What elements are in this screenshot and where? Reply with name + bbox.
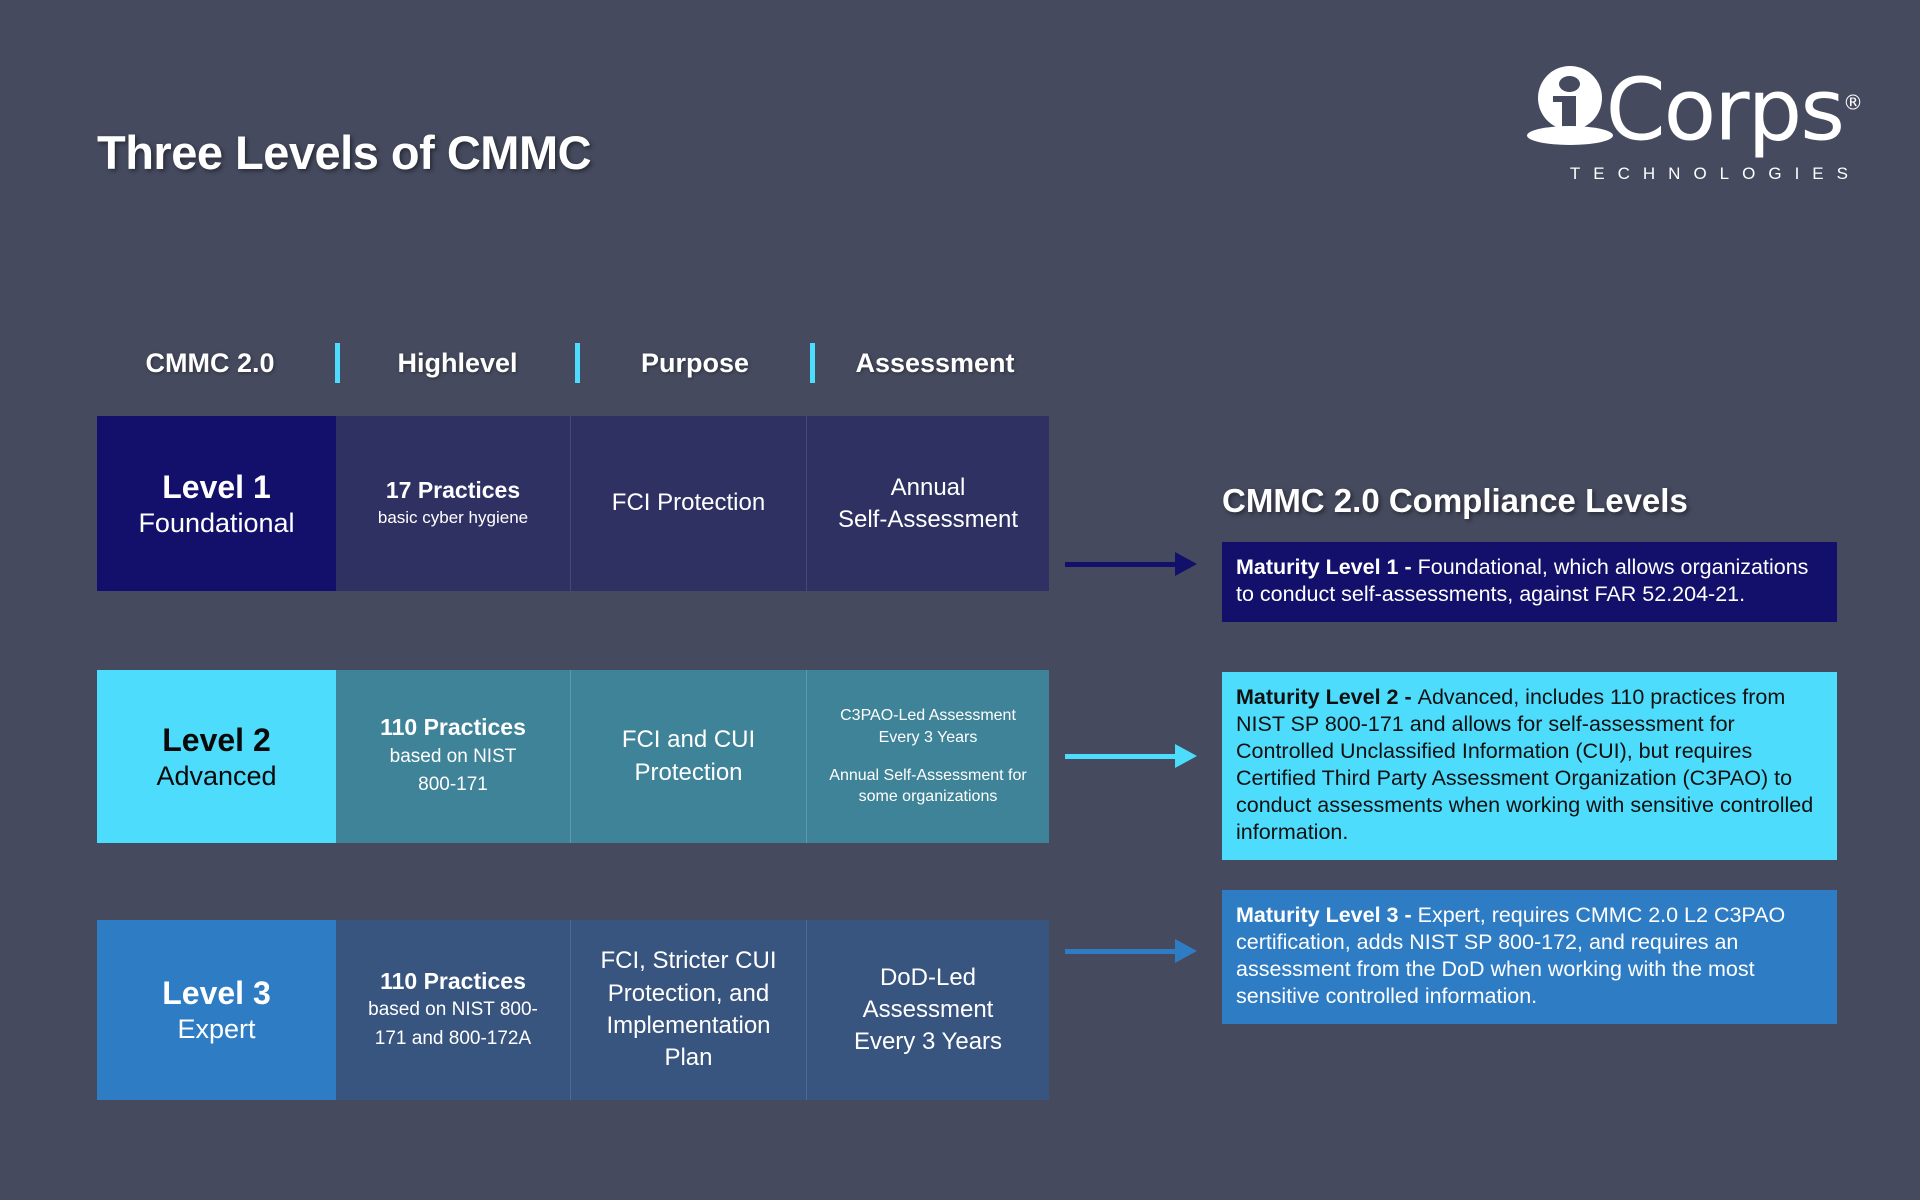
level-1-highlevel-cell: 17 Practices basic cyber hygiene	[336, 416, 571, 591]
arrow-2-head	[1175, 744, 1197, 768]
maturity-level-2-box: Maturity Level 2 - Advanced, includes 11…	[1222, 672, 1837, 861]
i-in-circle-logo-icon	[1526, 60, 1613, 152]
arrow-1-shaft	[1065, 561, 1175, 567]
level-2-subtitle: Advanced	[156, 760, 277, 791]
logo-mark: Corps®	[1433, 60, 1863, 153]
level-1-purpose-cell: FCI Protection	[571, 416, 807, 591]
level-1-name-cell: Level 1 Foundational	[97, 416, 336, 591]
logo-subtitle: TECHNOLOGIES	[1569, 164, 1861, 183]
level-1-title: Level 1	[162, 468, 271, 505]
matrix-column-headers: CMMC 2.0 Highlevel Purpose Assessment	[97, 340, 1057, 386]
arrow-2-shaft	[1065, 753, 1175, 759]
level-3-practices-note: based on NIST 800-171 and 800-172A	[368, 999, 538, 1049]
maturity-level-2-text: Advanced, includes 110 practices from NI…	[1236, 685, 1814, 845]
arrow-1-head	[1175, 552, 1197, 576]
level-3-title: Level 3	[162, 975, 271, 1012]
matrix-row-level-1: Level 1 Foundational 17 Practices basic …	[97, 416, 1049, 591]
compliance-panel-title: CMMC 2.0 Compliance Levels	[1222, 482, 1688, 519]
header-divider-2	[575, 343, 580, 383]
column-header-purpose: Purpose	[640, 347, 750, 378]
column-header-highlevel: Highlevel	[397, 347, 518, 378]
level-3-name-cell: Level 3 Expert	[97, 920, 336, 1100]
level-2-practices-count: 110 Practices	[380, 714, 526, 741]
matrix-row-level-2: Level 2 Advanced 110 Practices based on …	[97, 670, 1049, 843]
arrow-to-maturity-level-3	[1065, 939, 1197, 963]
maturity-level-3-text: Expert, requires CMMC 2.0 L2 C3PAO certi…	[1236, 903, 1786, 1009]
level-1-practices-count: 17 Practices	[385, 477, 521, 504]
maturity-level-1-label: Maturity Level 1 -	[1236, 555, 1418, 579]
arrow-3-shaft	[1065, 948, 1175, 954]
registered-trademark-icon: ®	[1843, 90, 1863, 115]
maturity-level-3-label: Maturity Level 3 -	[1236, 903, 1418, 927]
maturity-level-1-box: Maturity Level 1 - Foundational, which a…	[1222, 542, 1837, 623]
arrow-to-maturity-level-2	[1065, 744, 1197, 768]
arrow-to-maturity-level-1	[1065, 552, 1197, 576]
maturity-level-3-box: Maturity Level 3 - Expert, requires CMMC…	[1222, 890, 1837, 1025]
level-3-practices-count: 110 Practices	[380, 967, 526, 994]
level-2-name-cell: Level 2 Advanced	[97, 670, 336, 843]
header-divider-1	[335, 343, 340, 383]
column-header-cmmc: CMMC 2.0	[145, 347, 275, 378]
maturity-level-2-label: Maturity Level 2 -	[1236, 685, 1418, 709]
matrix-row-level-3: Level 3 Expert 110 Practices based on NI…	[97, 920, 1049, 1100]
column-header-assessment: Assessment	[855, 347, 1015, 378]
icorps-logo: Corps® TECHNOLOGIES	[1433, 60, 1863, 184]
arrow-3-head	[1175, 939, 1197, 963]
header-divider-3	[810, 343, 815, 383]
level-1-purpose-text: FCI Protection	[611, 489, 766, 517]
level-3-highlevel-cell: 110 Practices based on NIST 800-171 and …	[336, 920, 571, 1100]
level-2-title: Level 2	[162, 721, 271, 758]
maturity-level-1-text: Foundational, which allows organizations…	[1236, 555, 1809, 607]
logo-wordmark-text: Corps®	[1526, 60, 1863, 153]
page-title: Three Levels of CMMC	[97, 126, 592, 179]
level-1-subtitle: Foundational	[138, 507, 295, 538]
level-3-subtitle: Expert	[177, 1014, 256, 1045]
level-1-practices-note: basic cyber hygiene	[377, 508, 529, 528]
logo-word: Corps	[1605, 60, 1845, 161]
